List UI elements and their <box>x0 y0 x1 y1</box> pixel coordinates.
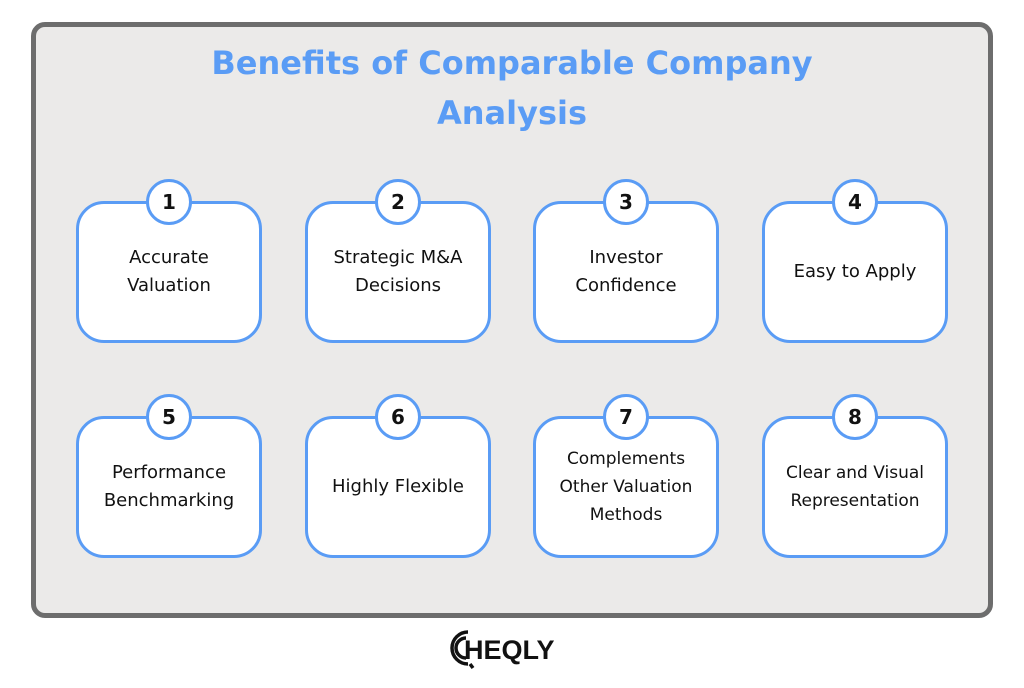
card-label: Investor Confidence <box>575 247 677 296</box>
title-line-1: Benefits of Comparable Company <box>211 44 813 82</box>
card-number-badge: 7 <box>603 394 649 440</box>
card-number-badge: 5 <box>146 394 192 440</box>
cheqly-logo: HEQLY <box>446 626 580 670</box>
cheqly-logo-mark: HEQLY <box>450 630 555 670</box>
card-label: Performance Benchmarking <box>103 462 235 511</box>
benefit-card-8: 8 Clear and Visual Representation <box>762 394 948 558</box>
card-number-badge: 3 <box>603 179 649 225</box>
benefit-card-1: 1 Accurate Valuation <box>76 179 262 343</box>
card-label: Strategic M&A Decisions <box>333 247 463 296</box>
logo-text: HEQLY <box>464 635 555 665</box>
card-label: Clear and Visual Representation <box>785 463 924 511</box>
card-label: Highly Flexible <box>331 476 464 497</box>
card-number-badge: 4 <box>832 179 878 225</box>
infographic-title: Benefits of Comparable Company Analysis <box>0 38 1024 138</box>
benefit-card-4: 4 Easy to Apply <box>762 179 948 343</box>
card-label: Easy to Apply <box>793 261 917 282</box>
card-number-badge: 1 <box>146 179 192 225</box>
benefit-card-5: 5 Performance Benchmarking <box>76 394 262 558</box>
card-number-badge: 6 <box>375 394 421 440</box>
card-label: Complements Other Valuation Methods <box>559 449 693 525</box>
title-line-2: Analysis <box>436 94 588 132</box>
benefit-card-6: 6 Highly Flexible <box>305 394 491 558</box>
card-number-badge: 8 <box>832 394 878 440</box>
card-number-badge: 2 <box>375 179 421 225</box>
benefit-card-3: 3 Investor Confidence <box>533 179 719 343</box>
card-label: Accurate Valuation <box>127 247 211 296</box>
benefit-card-2: 2 Strategic M&A Decisions <box>305 179 491 343</box>
benefit-card-7: 7 Complements Other Valuation Methods <box>533 394 719 558</box>
